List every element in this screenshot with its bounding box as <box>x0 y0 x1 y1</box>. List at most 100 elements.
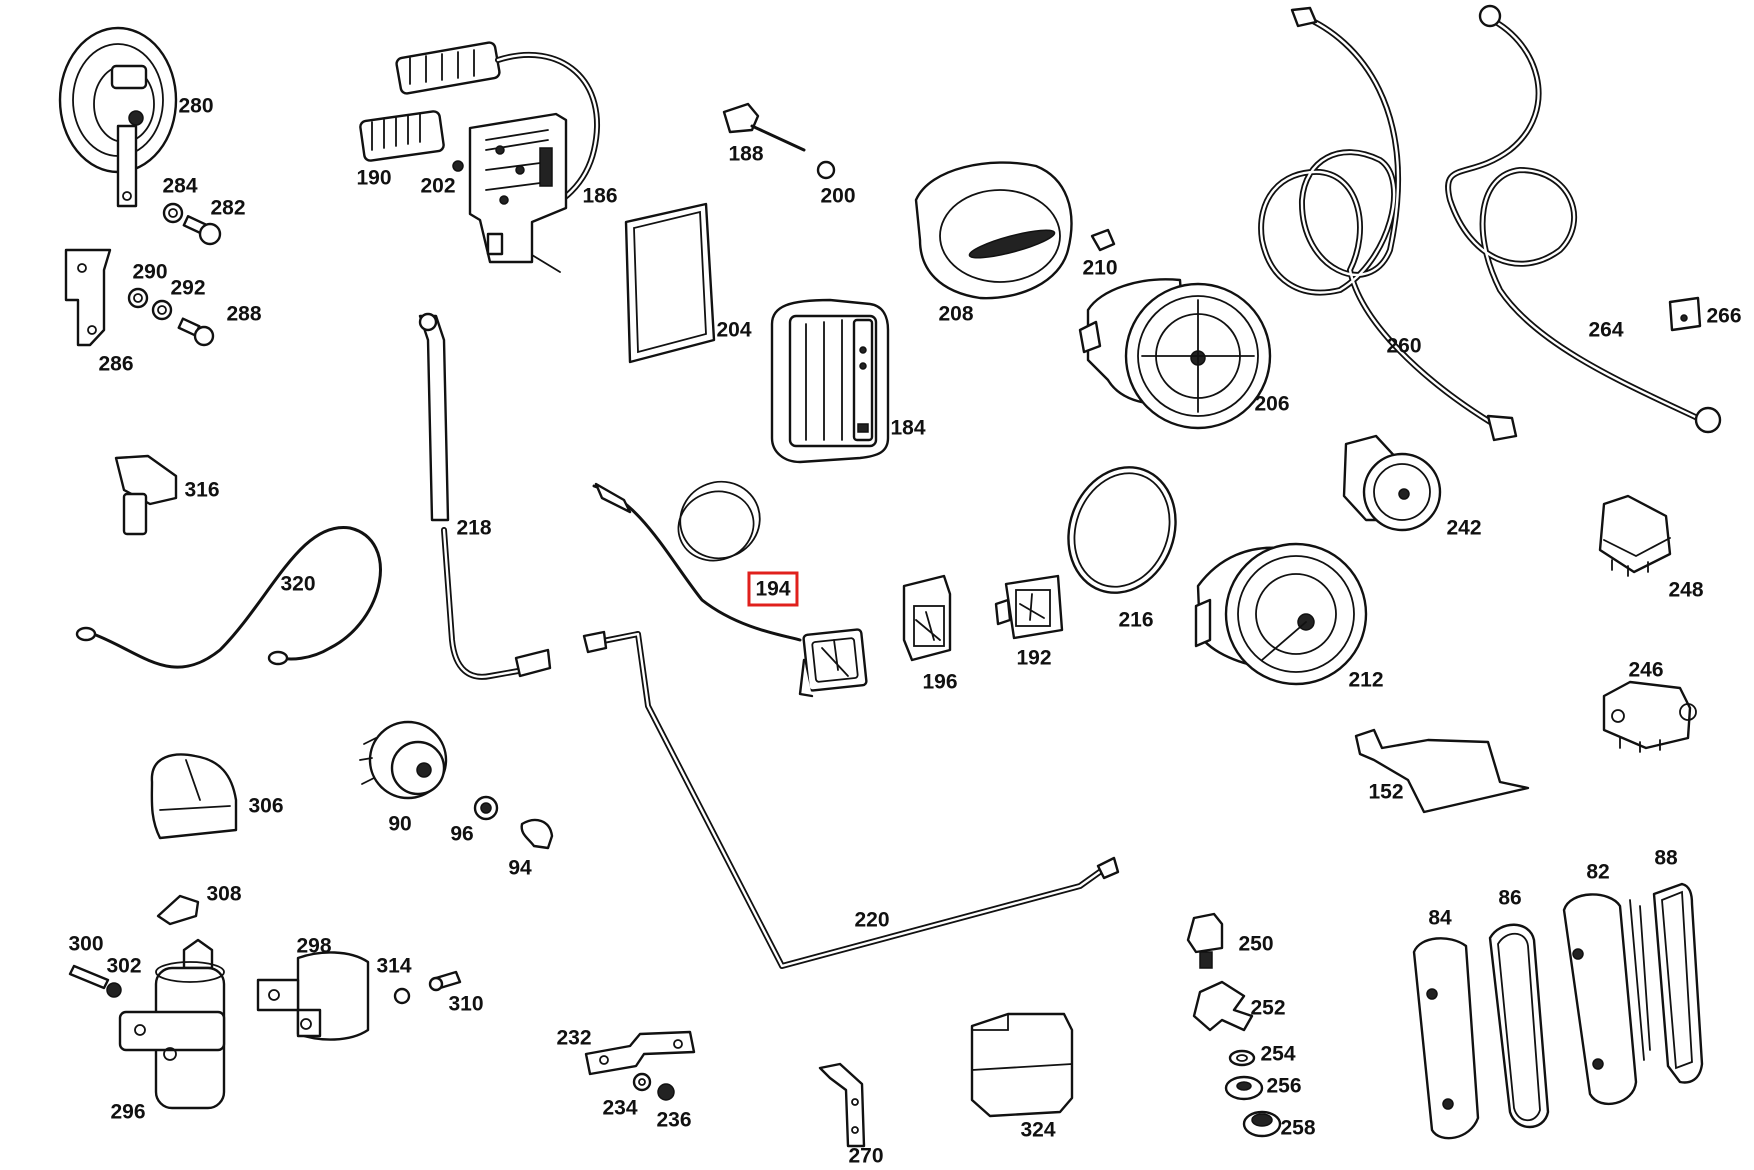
part-fasteners-314-310 <box>393 970 462 1005</box>
part-gasket-88 <box>1652 882 1704 1084</box>
part-horn-bracket-fasteners <box>127 287 215 347</box>
callout-252: 252 <box>1250 996 1286 1020</box>
callout-232: 232 <box>556 1026 592 1050</box>
callout-210: 210 <box>1082 256 1118 280</box>
callout-264: 264 <box>1588 318 1624 342</box>
part-cable-264 <box>1445 4 1722 434</box>
part-circuit-board-186 <box>468 51 601 273</box>
callout-204: 204 <box>716 318 752 342</box>
callout-320: 320 <box>280 572 316 596</box>
part-switch-250 <box>1186 912 1224 969</box>
callout-82: 82 <box>1586 860 1610 884</box>
callout-282: 282 <box>210 196 246 220</box>
callout-186: 186 <box>582 184 618 208</box>
part-speedometer-206 <box>1078 278 1272 430</box>
part-ring-208 <box>914 161 1073 300</box>
part-sender-188 <box>722 102 806 152</box>
callout-184: 184 <box>890 416 926 440</box>
callout-300: 300 <box>68 932 104 956</box>
callout-246: 246 <box>1628 658 1664 682</box>
part-plug-316 <box>114 454 178 536</box>
callout-94: 94 <box>508 856 532 880</box>
callout-96: 96 <box>450 822 474 846</box>
part-tube-220 <box>582 630 1120 969</box>
callout-302: 302 <box>106 954 142 978</box>
callout-242: 242 <box>1446 516 1482 540</box>
callout-86: 86 <box>1498 886 1522 910</box>
part-cable-260 <box>1258 6 1518 442</box>
callout-192: 192 <box>1016 646 1052 670</box>
part-switch-90 <box>359 720 448 800</box>
callout-314: 314 <box>376 954 412 978</box>
callout-266: 266 <box>1706 304 1742 328</box>
callout-202: 202 <box>420 174 456 198</box>
part-bracket-270 <box>818 1062 866 1148</box>
callout-284: 284 <box>162 174 198 198</box>
callout-258: 258 <box>1280 1116 1316 1140</box>
part-gauge-192 <box>994 574 1064 640</box>
part-plate-266 <box>1668 296 1702 332</box>
callout-256: 256 <box>1266 1074 1302 1098</box>
part-cable-320 <box>75 526 382 669</box>
callout-220: 220 <box>854 908 890 932</box>
callout-280: 280 <box>178 94 214 118</box>
part-clip-210 <box>1090 228 1116 252</box>
callout-290: 290 <box>132 260 168 284</box>
part-horn <box>58 26 178 208</box>
callout-292: 292 <box>170 276 206 300</box>
part-regulator-246 <box>1602 680 1697 753</box>
callout-90: 90 <box>388 812 412 836</box>
callout-196: 196 <box>922 670 958 694</box>
callout-296: 296 <box>110 1100 146 1124</box>
part-terminal-308 <box>156 894 200 926</box>
part-gasket-86 <box>1488 923 1550 1129</box>
callout-208: 208 <box>938 302 974 326</box>
callout-190: 190 <box>356 166 392 190</box>
callout-288: 288 <box>226 302 262 326</box>
part-washers-254-258 <box>1224 1049 1282 1138</box>
part-gauge-242 <box>1342 434 1442 532</box>
callout-206: 206 <box>1254 392 1290 416</box>
part-gauge-194 <box>592 480 868 698</box>
part-knob-94 <box>520 818 554 850</box>
callout-250: 250 <box>1238 932 1274 956</box>
callout-194-highlighted[interactable]: 194 <box>747 571 799 607</box>
part-gasket-204 <box>624 202 716 364</box>
callout-216: 216 <box>1118 608 1154 632</box>
callout-270: 270 <box>848 1144 884 1168</box>
part-instrument-cluster-184 <box>770 298 890 464</box>
part-bracket-232 <box>584 1030 696 1076</box>
callout-234: 234 <box>602 1096 638 1120</box>
part-washers-234-236 <box>632 1072 675 1101</box>
callout-316: 316 <box>184 478 220 502</box>
callout-254: 254 <box>1260 1042 1296 1066</box>
callout-236: 236 <box>656 1108 692 1132</box>
part-grommet-200 <box>816 160 836 180</box>
callout-88: 88 <box>1654 846 1678 870</box>
part-coil-clamp-298 <box>256 951 370 1041</box>
callout-310: 310 <box>448 992 484 1016</box>
callout-298: 298 <box>296 934 332 958</box>
part-relay-324 <box>970 1012 1074 1118</box>
part-bracket-152 <box>1354 728 1530 814</box>
callout-306: 306 <box>248 794 284 818</box>
callout-200: 200 <box>820 184 856 208</box>
part-tube-218 <box>418 312 552 680</box>
part-lamp-82 <box>1562 893 1651 1105</box>
part-connector-190 <box>359 41 501 162</box>
part-gauge-196 <box>902 574 952 662</box>
callout-248: 248 <box>1668 578 1704 602</box>
part-relay-248 <box>1598 494 1672 577</box>
part-ignition-coil-296 <box>118 938 226 1110</box>
callout-308: 308 <box>206 882 242 906</box>
part-tachometer-212 <box>1194 542 1368 686</box>
callout-218: 218 <box>456 516 492 540</box>
callout-212: 212 <box>1348 668 1384 692</box>
part-screw-300 <box>68 964 122 998</box>
callout-324: 324 <box>1020 1118 1056 1142</box>
part-lamp-84 <box>1412 937 1480 1140</box>
part-horn-fasteners <box>162 202 222 246</box>
part-ring-216 <box>1067 466 1177 594</box>
callout-260: 260 <box>1386 334 1422 358</box>
